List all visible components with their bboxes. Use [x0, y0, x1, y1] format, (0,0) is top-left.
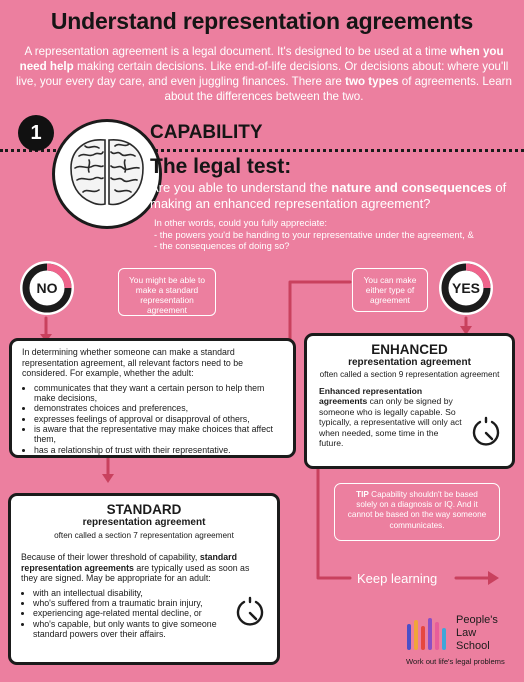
- logo-bars-icon: [407, 618, 446, 650]
- list-item: has a relationship of trust with their r…: [34, 445, 283, 455]
- no-gauge-label: NO: [37, 280, 58, 296]
- standard-note: often called a section 7 representation …: [54, 531, 234, 540]
- enhanced-body-rest: can only be signed by someone who is leg…: [319, 396, 462, 449]
- tip-box: TIP Capability shouldn't be based solely…: [334, 483, 500, 541]
- standard-body-part2: are typically used as soon as they are s…: [21, 562, 250, 584]
- logo-tagline: Work out life's legal problems: [406, 657, 505, 666]
- standard-body-part1: Because of their lower threshold of capa…: [21, 552, 200, 562]
- other-words-lead: In other words, could you fully apprecia…: [154, 217, 328, 228]
- standard-body: Because of their lower threshold of capa…: [21, 552, 267, 584]
- tip-text: Capability shouldn't be based solely on …: [347, 490, 487, 530]
- question-part2: of making an enhanced representation agr…: [150, 180, 507, 211]
- standard-body-bold: standard representation agreements: [21, 552, 237, 573]
- other-words-item1: - the powers you'd be handing to your re…: [154, 228, 474, 240]
- keep-learning-link[interactable]: Keep learning: [357, 571, 438, 586]
- standard-panel: STANDARD representation agreement often …: [8, 493, 280, 665]
- enhanced-body-bold: Enhanced representation agreements: [319, 386, 423, 407]
- intro-part1: A representation agreement is a legal do…: [24, 45, 451, 58]
- list-item: is aware that the representative may mak…: [34, 424, 283, 445]
- intro-bold1: when you need help: [19, 45, 504, 73]
- factors-list: communicates that they want a certain pe…: [22, 383, 283, 455]
- standard-subheading: representation agreement: [82, 517, 206, 528]
- enhanced-panel: ENHANCED representation agreement often …: [304, 333, 515, 469]
- no-gauge-ring: NO: [20, 261, 74, 315]
- list-item: who's capable, but only wants to give so…: [33, 619, 245, 640]
- question-part1: Are you able to understand the: [150, 180, 332, 195]
- tip-label: TIP: [356, 490, 369, 499]
- intro-part2: making certain decisions. Like end-of-li…: [15, 60, 509, 88]
- no-gauge: NO: [17, 258, 77, 318]
- legal-test-question: Are you able to understand the nature an…: [150, 180, 510, 212]
- enhanced-subheading: representation agreement: [348, 357, 471, 368]
- other-words-text: In other words, could you fully apprecia…: [154, 217, 514, 252]
- brain-illustration: [52, 119, 162, 229]
- question-bold: nature and consequences: [331, 180, 492, 195]
- timer-icon: [472, 416, 500, 446]
- brain-icon: [70, 139, 144, 206]
- list-item: demonstrates choices and preferences,: [34, 403, 283, 413]
- other-words-item2: - the consequences of doing so?: [154, 240, 290, 252]
- enhanced-heading: ENHANCED: [371, 342, 448, 357]
- peoples-law-school-logo: People's Law School Work out life's lega…: [406, 614, 518, 670]
- logo-line3: School: [456, 640, 490, 652]
- list-item: with an intellectual disability,: [33, 588, 245, 598]
- list-item: experiencing age-related mental decline,…: [33, 608, 245, 618]
- logo-line2: Law: [456, 627, 477, 639]
- list-item: expresses feelings of approval or disapp…: [34, 414, 283, 424]
- enhanced-note: often called a section 9 representation …: [319, 370, 500, 379]
- timer-icon: [236, 596, 264, 626]
- yes-callout: You can make either type of agreement: [352, 268, 428, 312]
- yes-gauge: YES: [436, 258, 496, 318]
- legal-test-heading: The legal test:: [150, 155, 292, 178]
- intro-text: A representation agreement is a legal do…: [14, 44, 514, 104]
- enhanced-body: Enhanced representation agreements can o…: [319, 386, 465, 448]
- intro-bold2: two types: [345, 75, 399, 88]
- yes-gauge-label: YES: [452, 280, 480, 296]
- intro-part3: of agreements. Learn about the differenc…: [164, 75, 512, 103]
- no-callout: You might be able to make a standard rep…: [118, 268, 216, 316]
- standard-list: with an intellectual disability, who's s…: [21, 588, 245, 639]
- dotted-divider: [0, 149, 524, 152]
- list-item: who's suffered from a traumatic brain in…: [33, 598, 245, 608]
- standard-heading: STANDARD: [106, 502, 182, 517]
- section-heading: CAPABILITY: [150, 122, 263, 143]
- logo-line1: People's: [456, 614, 498, 626]
- factors-panel: In determining whether someone can make …: [9, 338, 296, 458]
- factors-intro: In determining whether someone can make …: [22, 347, 244, 379]
- step-number-badge: 1: [18, 115, 54, 151]
- page-title: Understand representation agreements: [50, 8, 474, 34]
- yes-gauge-ring: YES: [439, 261, 493, 315]
- list-item: communicates that they want a certain pe…: [34, 383, 283, 404]
